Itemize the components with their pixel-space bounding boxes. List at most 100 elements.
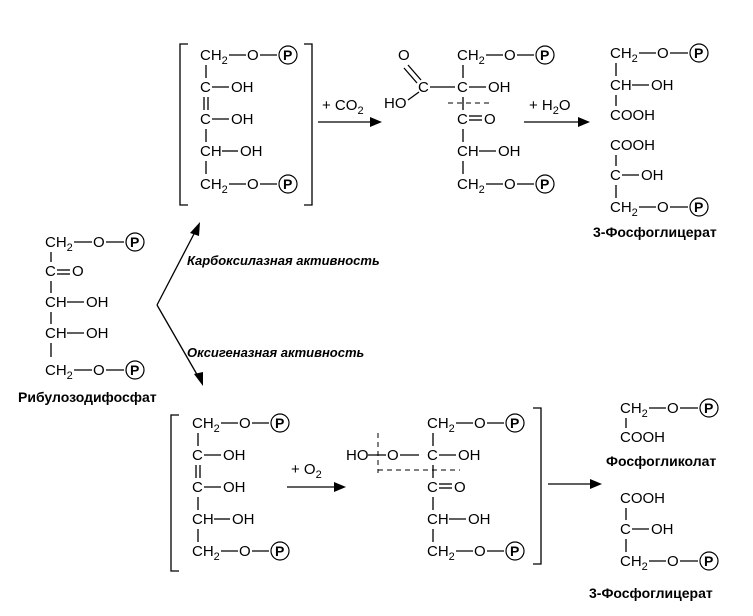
svg-text:O: O xyxy=(484,111,496,128)
svg-text:O: O xyxy=(72,263,84,280)
svg-text:CH2: CH2 xyxy=(45,362,73,382)
svg-text:COOH: COOH xyxy=(610,137,655,154)
svg-text:OH: OH xyxy=(468,511,491,528)
svg-text:O: O xyxy=(239,543,251,560)
phosphoglycolate-label: Фосфогликолат xyxy=(606,453,716,469)
ribulose-label: Рибулозодифосфат xyxy=(18,389,157,405)
svg-text:CH2: CH2 xyxy=(620,400,648,420)
svg-text:OH: OH xyxy=(86,294,109,311)
phosphate-icon xyxy=(278,45,298,65)
svg-text:CH: CH xyxy=(457,143,479,160)
svg-text:OH: OH xyxy=(231,79,254,96)
phosphate-icon xyxy=(270,541,290,561)
svg-text:OH: OH xyxy=(232,511,255,528)
phosphate-icon xyxy=(505,413,525,433)
svg-text:P: P xyxy=(130,362,139,378)
svg-text:CH2: CH2 xyxy=(192,415,220,435)
svg-text:O: O xyxy=(657,199,669,216)
oxygenase-label: Оксигеназная активность xyxy=(187,345,364,360)
svg-text:P: P xyxy=(275,415,284,431)
svg-text:COOH: COOH xyxy=(610,107,655,124)
svg-text:C: C xyxy=(200,111,211,128)
svg-text:OH: OH xyxy=(651,77,674,94)
svg-text:P: P xyxy=(510,543,519,559)
svg-text:C: C xyxy=(192,447,203,464)
svg-text:P: P xyxy=(540,176,549,192)
co2-arrow: + CO2 xyxy=(318,97,382,127)
phosphate-icon xyxy=(689,43,709,63)
svg-text:OH: OH xyxy=(240,143,263,160)
svg-text:C: C xyxy=(45,263,56,280)
svg-text:C: C xyxy=(192,479,203,496)
o2-arrow: + O2 xyxy=(287,461,346,492)
svg-text:C: C xyxy=(457,111,468,128)
svg-text:O: O xyxy=(474,415,486,432)
svg-text:CH: CH xyxy=(427,511,449,528)
svg-text:O: O xyxy=(247,47,259,64)
svg-text:O: O xyxy=(504,47,516,64)
svg-text:OH: OH xyxy=(488,79,511,96)
svg-text:O: O xyxy=(454,479,466,496)
svg-text:+ CO2: + CO2 xyxy=(322,97,364,117)
svg-text:+ H2O: + H2O xyxy=(529,97,571,117)
phosphate-icon xyxy=(125,232,145,252)
svg-text:CH2: CH2 xyxy=(45,234,73,254)
svg-text:P: P xyxy=(540,47,549,63)
phosphate-icon xyxy=(535,174,555,194)
phosphate-icon xyxy=(689,197,709,217)
svg-text:P: P xyxy=(704,400,713,416)
svg-text:C: C xyxy=(620,521,631,538)
svg-text:CH2: CH2 xyxy=(427,415,455,435)
svg-text:CH2: CH2 xyxy=(200,176,228,196)
svg-text:P: P xyxy=(275,543,284,559)
svg-text:CH2: CH2 xyxy=(200,47,228,67)
svg-text:CH: CH xyxy=(192,511,214,528)
svg-text:C: C xyxy=(200,79,211,96)
svg-text:COOH: COOH xyxy=(620,490,665,507)
svg-text:CH2: CH2 xyxy=(457,47,485,67)
phosphate-icon xyxy=(278,174,298,194)
carboxylase-label: Карбоксилазная активность xyxy=(187,253,380,268)
svg-text:P: P xyxy=(130,234,139,250)
ribulose-bisphosphate-structure: CH2 O P C O CH OH CH OH CH2 O P xyxy=(45,232,145,382)
svg-text:O: O xyxy=(93,362,105,379)
svg-text:OH: OH xyxy=(641,167,664,184)
phosphate-icon xyxy=(699,398,719,418)
svg-text:CH: CH xyxy=(45,325,67,342)
svg-text:P: P xyxy=(283,47,292,63)
svg-text:OH: OH xyxy=(86,325,109,342)
svg-text:C: C xyxy=(427,447,438,464)
svg-text:P: P xyxy=(704,553,713,569)
svg-text:CH: CH xyxy=(200,143,222,160)
svg-text:P: P xyxy=(694,45,703,61)
pga-product-bottom: COOH C OH CH2 O P xyxy=(620,490,719,573)
svg-text:CH2: CH2 xyxy=(457,176,485,196)
svg-text:P: P xyxy=(283,176,292,192)
phosphate-icon xyxy=(699,551,719,571)
svg-text:OH: OH xyxy=(651,521,674,538)
svg-text:+ O2: + O2 xyxy=(291,461,322,481)
svg-text:O: O xyxy=(398,47,410,64)
h2o-arrow: + H2O xyxy=(524,97,590,127)
svg-text:C: C xyxy=(418,79,429,96)
phosphoglycolate-product: CH2 O P COOH xyxy=(620,398,719,446)
svg-text:O: O xyxy=(93,234,105,251)
svg-text:OH: OH xyxy=(223,479,246,496)
svg-text:OH: OH xyxy=(498,143,521,160)
svg-text:O: O xyxy=(387,447,399,464)
pga-top-label: 3-Фосфоглицерат xyxy=(593,224,717,240)
phosphate-icon xyxy=(505,541,525,561)
svg-text:O: O xyxy=(247,176,259,193)
svg-text:C: C xyxy=(427,479,438,496)
svg-text:OH: OH xyxy=(231,111,254,128)
product-arrow-bottom xyxy=(548,479,602,489)
svg-text:CH2: CH2 xyxy=(610,199,638,219)
enediol-intermediate-top: CH2 O P C OH C OH CH OH CH2 O P xyxy=(179,43,313,206)
keto-acid-intermediate: O HO C CH2 O P C OH C O CH OH CH2 O P xyxy=(384,45,555,196)
svg-text:C: C xyxy=(457,79,468,96)
svg-text:O: O xyxy=(667,553,679,570)
svg-text:P: P xyxy=(694,199,703,215)
pga-product-top: CH2 O P CH OH COOH COOH C OH CH2 O P xyxy=(610,43,709,219)
